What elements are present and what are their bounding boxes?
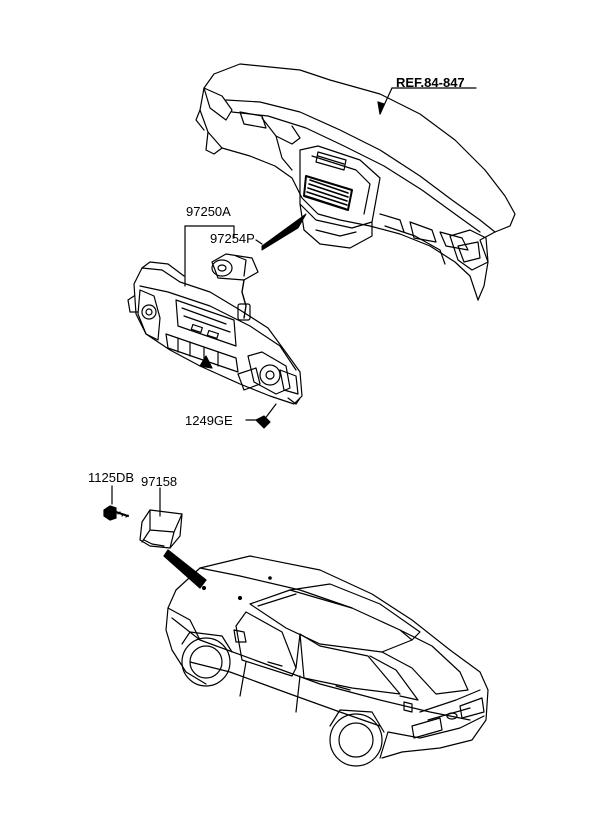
heater-control-assembly bbox=[127, 225, 303, 405]
ref-leader bbox=[377, 87, 477, 115]
part-label-1125db: 1125DB bbox=[88, 470, 135, 485]
sensor-97158 bbox=[139, 487, 207, 589]
part-label-1249ge: 1249GE bbox=[185, 413, 233, 428]
part-label-97158: 97158 bbox=[141, 474, 178, 489]
dashboard-panel bbox=[195, 63, 516, 301]
screw-1249ge bbox=[245, 403, 277, 429]
part-label-97254p: 97254P bbox=[210, 231, 255, 246]
car-sedan bbox=[165, 555, 489, 767]
switch-97254p bbox=[211, 239, 263, 321]
part-label-97250a: 97250A bbox=[186, 204, 231, 219]
bolt-1125db bbox=[103, 485, 129, 521]
insertion-arrow-upper bbox=[261, 213, 307, 251]
ref-label: REF.84-847 bbox=[396, 75, 465, 90]
